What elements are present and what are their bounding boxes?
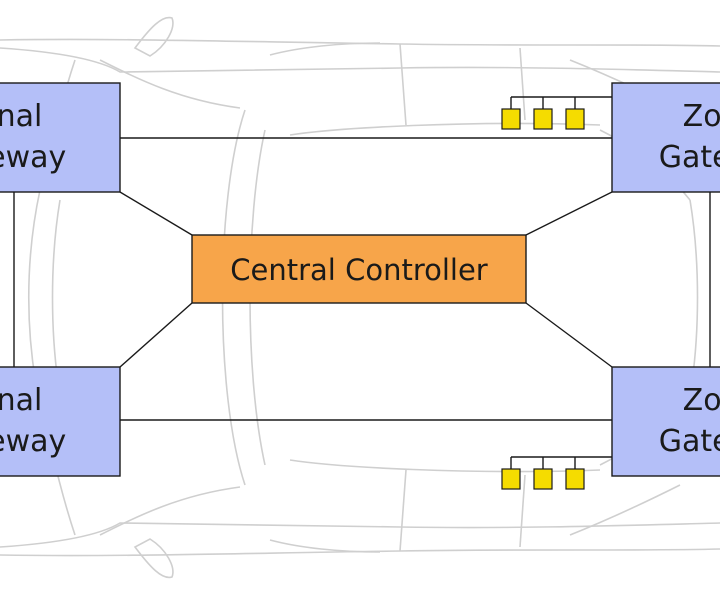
gateway-label-line2: Gateway: [0, 424, 66, 459]
zonal-gateway-top-right: Zonal Gateway: [611, 82, 720, 193]
sensor-node-top-2: [533, 108, 553, 130]
sensor-node-bottom-3: [565, 468, 585, 490]
sensor-nodes: [501, 108, 585, 490]
zonal-gateway-bottom-right: Zonal Gateway: [611, 366, 720, 477]
zonal-gateway-top-left: Zonal Gateway: [0, 82, 121, 193]
gateway-label-line1: Zonal: [683, 99, 720, 134]
sensor-node-bottom-2: [533, 468, 553, 490]
link-cc-bottom-right: [525, 302, 613, 368]
sensor-node-top-3: [565, 108, 585, 130]
link-cc-top-left: [119, 191, 193, 236]
gateway-label-line1: Zonal: [683, 383, 720, 418]
sensor-node-bottom-1: [501, 468, 521, 490]
central-controller: Central Controller: [191, 234, 527, 304]
network-links: [13, 96, 711, 469]
gateway-label-line1: Zonal: [0, 383, 42, 418]
gateway-label-line2: Gateway: [659, 424, 720, 459]
link-cc-top-right: [525, 191, 613, 236]
central-controller-label: Central Controller: [230, 253, 488, 287]
link-cc-bottom-left: [119, 302, 193, 368]
gateway-label-line1: Zonal: [0, 99, 42, 134]
sensor-node-top-1: [501, 108, 521, 130]
gateway-label-line2: Gateway: [0, 140, 66, 175]
gateway-label-line2: Gateway: [659, 140, 720, 175]
zonal-gateway-bottom-left: Zonal Gateway: [0, 366, 121, 477]
